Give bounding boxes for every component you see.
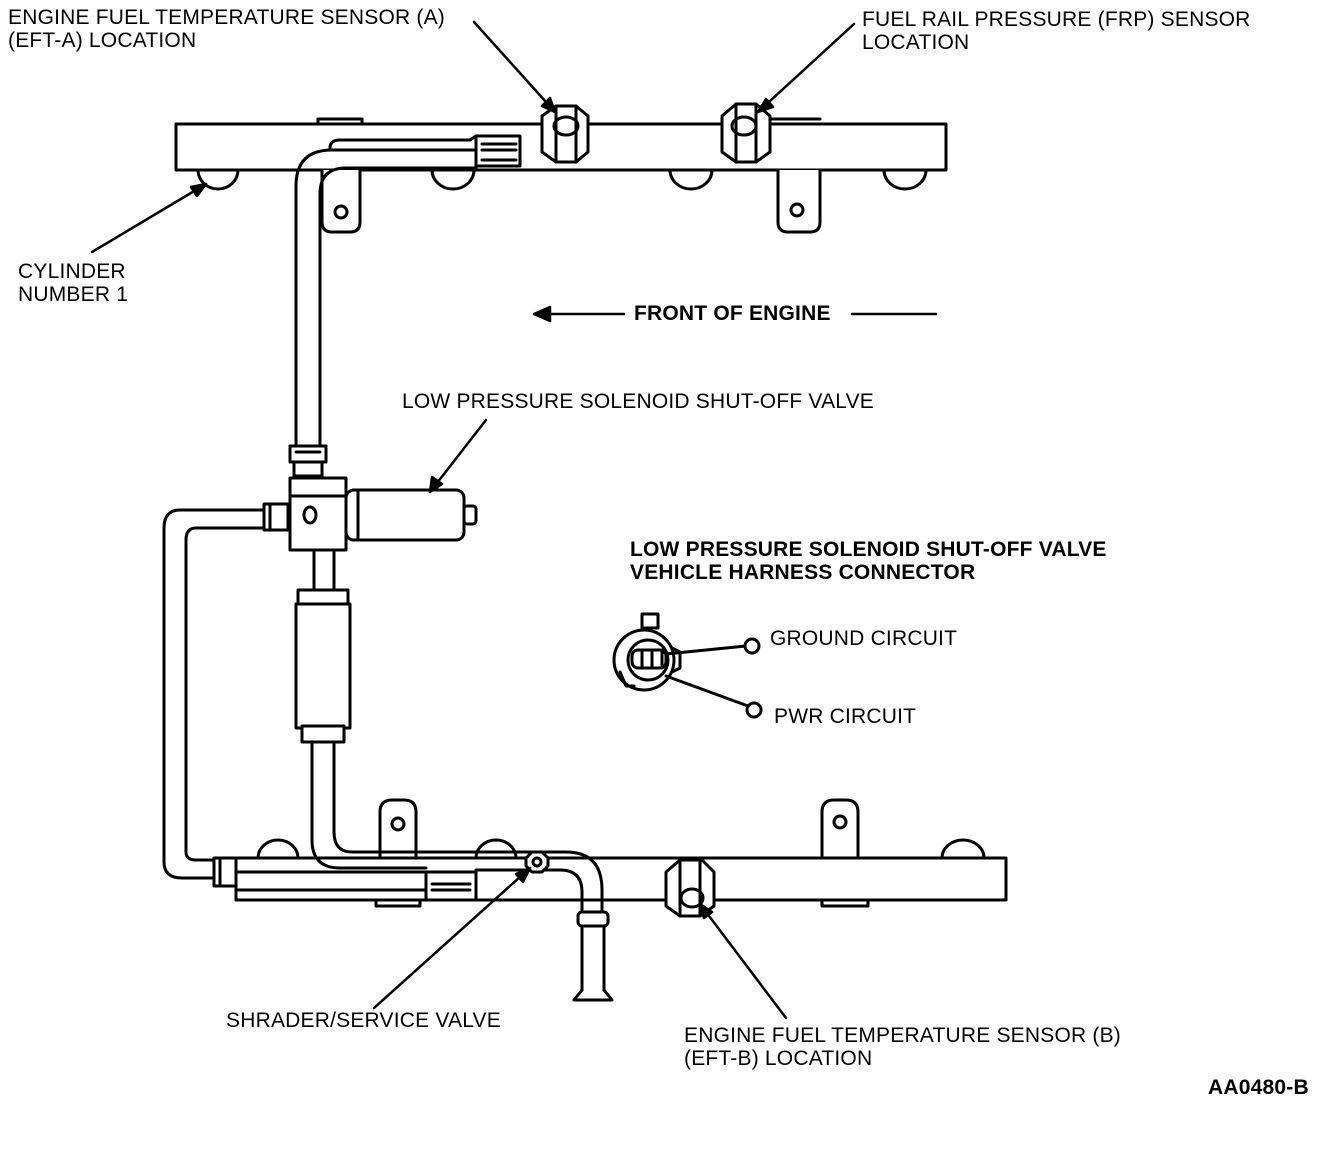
inline-filter bbox=[294, 548, 352, 842]
eft-b-label: ENGINE FUEL TEMPERATURE SENSOR (B) (EFT-… bbox=[684, 1024, 1121, 1070]
eft-a-label-line1: ENGINE FUEL TEMPERATURE SENSOR (A) bbox=[8, 6, 445, 29]
cylinder-label: CYLINDER NUMBER 1 bbox=[18, 260, 128, 306]
cylinder-label-line2: NUMBER 1 bbox=[18, 283, 129, 306]
eft-a-label-line2: (EFT-A) LOCATION bbox=[8, 29, 197, 52]
figure-id: AA0480-B bbox=[1208, 1076, 1309, 1099]
eft-b-sensor bbox=[664, 858, 716, 918]
shrader-label: SHRADER/SERVICE VALVE bbox=[226, 1009, 501, 1032]
tee-fitting bbox=[288, 476, 348, 552]
connector-label: LOW PRESSURE SOLENOID SHUT-OFF VALVE VEH… bbox=[630, 538, 1107, 584]
connector-label-line1: LOW PRESSURE SOLENOID SHUT-OFF VALVE bbox=[630, 538, 1107, 561]
frp-label-line2: LOCATION bbox=[862, 31, 970, 54]
front-of-engine-label: FRONT OF ENGINE bbox=[634, 302, 831, 325]
pwr-circuit-label: PWR CIRCUIT bbox=[774, 705, 917, 728]
lower-tube bbox=[310, 830, 614, 1002]
ground-circuit-label: GROUND CIRCUIT bbox=[770, 627, 958, 650]
frp-label: FUEL RAIL PRESSURE (FRP) SENSOR LOCATION bbox=[862, 8, 1251, 54]
connector-label-line2: VEHICLE HARNESS CONNECTOR bbox=[630, 561, 976, 584]
cylinder-label-line1: CYLINDER bbox=[18, 260, 126, 283]
eft-b-label-line2: (EFT-B) LOCATION bbox=[684, 1047, 873, 1070]
pwr-circuit-lead bbox=[664, 674, 763, 719]
ground-circuit-lead bbox=[664, 637, 761, 656]
eft-a-sensor bbox=[540, 104, 590, 164]
solenoid-label: LOW PRESSURE SOLENOID SHUT-OFF VALVE bbox=[402, 390, 875, 413]
eft-a-label: ENGINE FUEL TEMPERATURE SENSOR (A) (EFT-… bbox=[8, 6, 445, 52]
leader-arrows bbox=[90, 20, 938, 1020]
fuel-supply-tube bbox=[162, 148, 478, 888]
eft-b-label-line1: ENGINE FUEL TEMPERATURE SENSOR (B) bbox=[684, 1024, 1121, 1047]
lower-fuel-rail bbox=[234, 798, 1008, 908]
harness-connector bbox=[612, 612, 682, 692]
solenoid-shutoff-valve bbox=[344, 488, 478, 542]
frp-label-line1: FUEL RAIL PRESSURE (FRP) SENSOR bbox=[862, 8, 1251, 31]
frp-sensor bbox=[720, 102, 772, 164]
